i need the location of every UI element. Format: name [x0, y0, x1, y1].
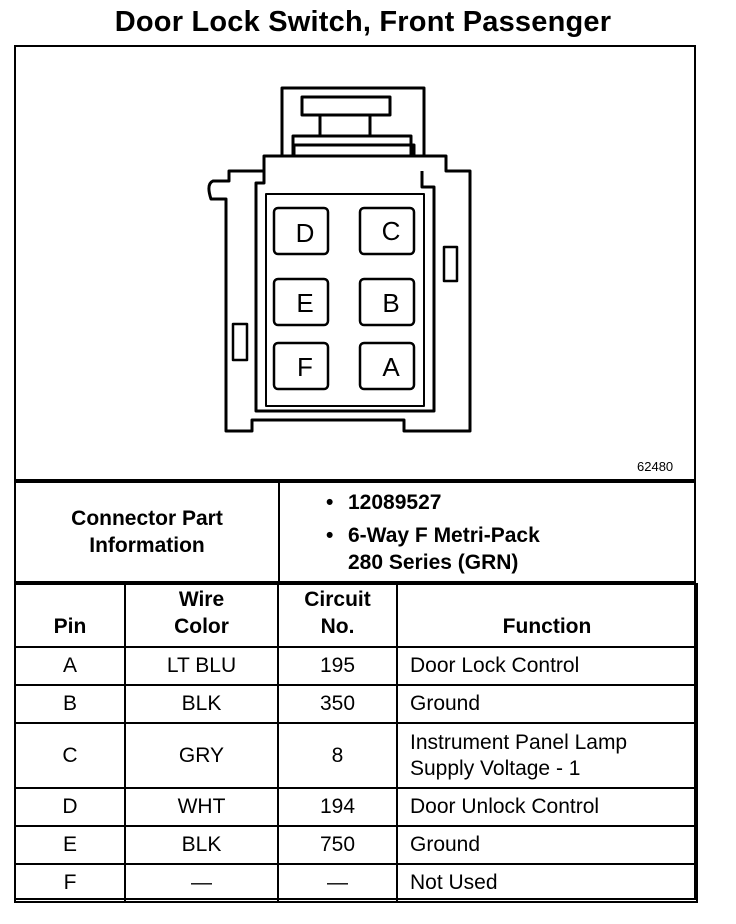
pin-cell: F — [14, 863, 126, 903]
cavity-label-a: A — [382, 352, 400, 382]
circuit-cell: 8 — [277, 722, 398, 789]
circuit-cell: 750 — [277, 825, 398, 865]
function-cell: Ground — [396, 825, 698, 865]
function-cell: Instrument Panel Lamp Supply Voltage - 1 — [396, 722, 698, 789]
table-row: A LT BLU 195 Door Lock Control — [14, 646, 698, 686]
pin-cell: D — [14, 787, 126, 827]
connector-latch — [280, 86, 426, 158]
cavity-block — [254, 171, 436, 413]
left-side-slot — [231, 322, 249, 362]
wire-color-cell: WHT — [124, 787, 279, 827]
pin-cell: E — [14, 825, 126, 865]
cavity-label-d: D — [296, 218, 315, 248]
cavity-a — [358, 341, 416, 391]
circuit-cell: — — [277, 863, 398, 903]
circuit-cell: 350 — [277, 684, 398, 724]
cavity-f — [272, 341, 330, 391]
wire-color-cell: LT BLU — [124, 646, 279, 686]
bullet: • — [326, 490, 334, 514]
function-cell: Door Unlock Control — [396, 787, 698, 827]
part-number: 12089527 — [348, 490, 442, 514]
connector-info-label: Connector Part Information — [14, 481, 280, 583]
function-cell: Ground — [396, 684, 698, 724]
pin-cell: B — [14, 684, 126, 724]
connector-info-table: Connector Part Information • 12089527 • … — [14, 481, 696, 583]
table-row: D WHT 194 Door Unlock Control — [14, 787, 698, 827]
table-row: C GRY 8 Instrument Panel Lamp Supply Vol… — [14, 722, 698, 789]
drawing-number: 62480 — [637, 459, 674, 474]
cavity-label-e: E — [296, 288, 313, 318]
cavity-e — [272, 277, 330, 327]
bullet: • — [326, 523, 334, 547]
table-row: F — — Not Used — [14, 863, 698, 903]
circuit-cell: 194 — [277, 787, 398, 827]
header-pin: Pin — [14, 583, 126, 648]
pin-cell: C — [14, 722, 126, 789]
wire-color-cell: GRY — [124, 722, 279, 789]
connector-face-diagram: D C E B F A — [207, 86, 472, 433]
divider — [14, 479, 696, 482]
table-row: E BLK 750 Ground — [14, 825, 698, 865]
cavity-b — [358, 277, 416, 327]
wire-color-cell: BLK — [124, 684, 279, 724]
cavity-label-b: B — [382, 288, 399, 318]
cavity-d — [272, 206, 330, 256]
function-cell: Not Used — [396, 863, 698, 903]
wire-color-cell: BLK — [124, 825, 279, 865]
pin-cell: A — [14, 646, 126, 686]
table-row: B BLK 350 Ground — [14, 684, 698, 724]
cavity-c — [358, 206, 416, 256]
connector-description: 6-Way F Metri-Pack — [348, 523, 540, 547]
connector-series: 280 Series (GRN) — [348, 550, 519, 574]
right-side-slot — [442, 245, 459, 283]
cavity-label-c: C — [382, 216, 401, 246]
function-cell: Door Lock Control — [396, 646, 698, 686]
page-title: Door Lock Switch, Front Passenger — [114, 6, 612, 38]
circuit-cell: 195 — [277, 646, 398, 686]
cavity-label-f: F — [297, 352, 313, 382]
header-function: Function — [396, 583, 698, 648]
connector-info-values: • 12089527 • 6-Way F Metri-Pack 280 Seri… — [278, 481, 696, 583]
wire-color-cell: — — [124, 863, 279, 903]
connector-housing — [207, 154, 472, 433]
